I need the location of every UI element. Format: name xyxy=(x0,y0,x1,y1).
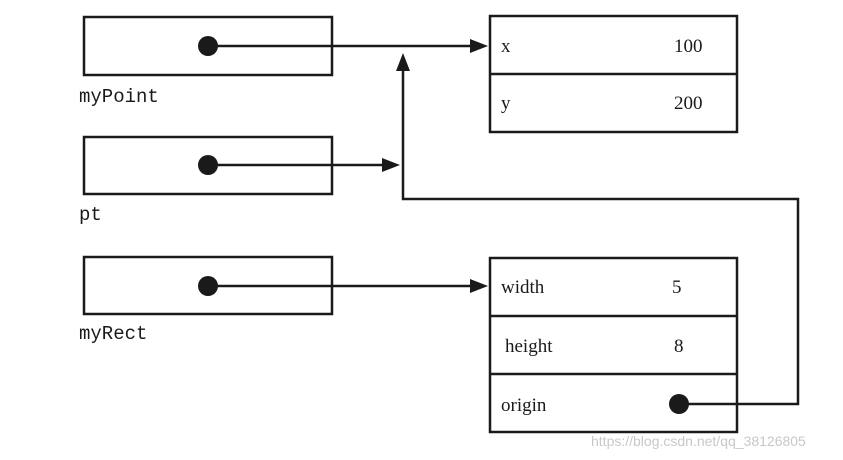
var-myrect: myRect xyxy=(79,255,334,345)
var-mypoint: myPoint xyxy=(79,15,334,108)
point-object: x 100 y 200 xyxy=(488,14,739,134)
rect-field-height-name: height xyxy=(505,336,553,357)
arrow-myrect-to-rect xyxy=(208,279,488,293)
arrow-myrect-head xyxy=(470,279,488,293)
arrow-origin-path xyxy=(401,68,800,406)
var-mypoint-label: myPoint xyxy=(79,86,159,108)
arrow-pt-head xyxy=(382,158,400,172)
watermark-text: https://blog.csdn.net/qq_38126805 xyxy=(591,433,806,449)
rect-field-origin-name: origin xyxy=(501,395,547,416)
rect-object: width 5 height 8 origin xyxy=(488,256,739,434)
point-field-y-name: y xyxy=(501,93,511,114)
rect-field-height-value: 8 xyxy=(674,336,684,357)
rect-field-width-value: 5 xyxy=(672,277,682,298)
var-pt: pt xyxy=(79,135,334,226)
arrow-pt-to-point xyxy=(208,158,400,172)
arrow-origin-head xyxy=(396,53,410,71)
arrow-mypoint-to-point xyxy=(208,39,488,53)
arrow-origin-to-point xyxy=(396,53,800,406)
arrow-mypoint-head xyxy=(470,39,488,53)
point-field-x-name: x xyxy=(501,36,511,57)
point-field-y-value: 200 xyxy=(674,93,703,114)
rect-field-width-name: width xyxy=(501,277,545,298)
var-myrect-label: myRect xyxy=(79,323,147,345)
point-field-x-value: 100 xyxy=(674,36,703,57)
var-pt-label: pt xyxy=(79,204,102,226)
